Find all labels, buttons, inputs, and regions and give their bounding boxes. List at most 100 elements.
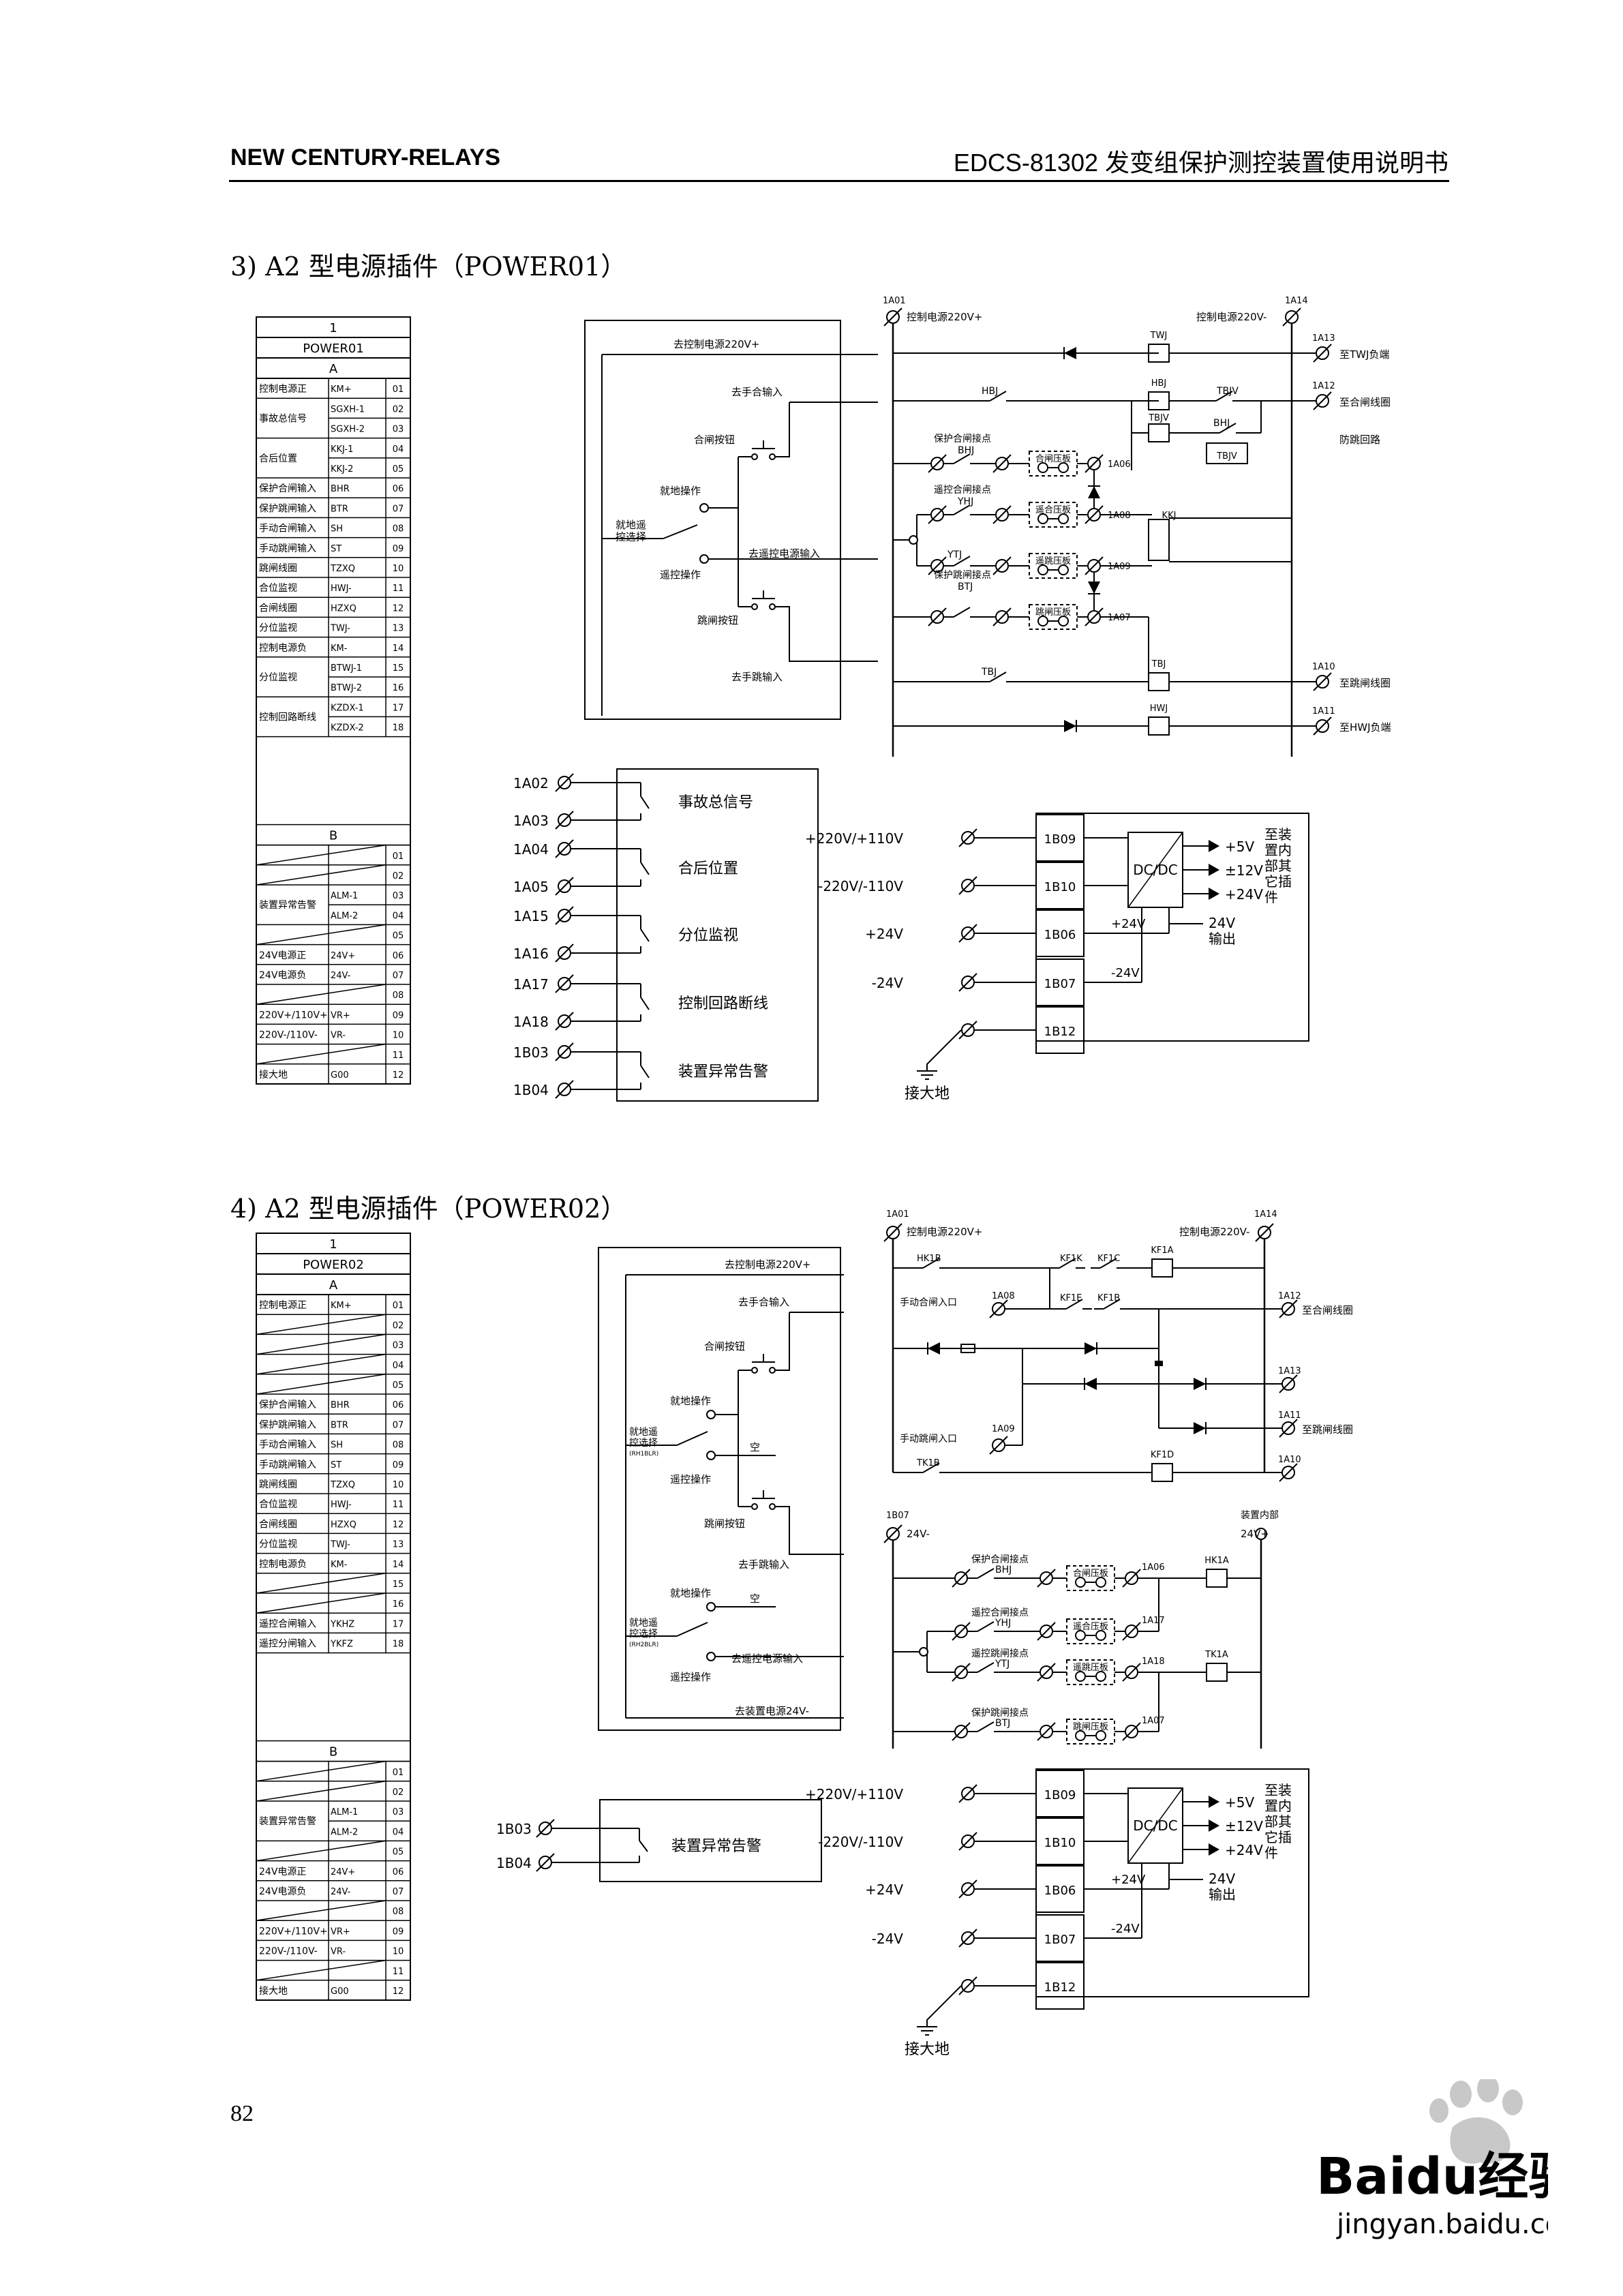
table-label: 遥控合闸输入: [259, 1618, 316, 1629]
table-label: 控制电源正: [259, 1300, 307, 1311]
node-icon: [706, 1602, 716, 1612]
table-label: 控制电源负: [259, 1559, 307, 1570]
table-code: VR-: [331, 1947, 346, 1957]
n24-label: -24V: [1111, 1922, 1140, 1936]
table-blank-slash: [256, 1840, 386, 1862]
local-op2: 就地操作: [670, 1587, 711, 1599]
contact-label-4: 遥控合闸接点: [971, 1607, 1029, 1618]
table-blank-slash: [256, 1353, 386, 1375]
hbj-label: HBJ: [982, 386, 998, 397]
table-label: 220V-/110V-: [259, 1946, 318, 1957]
contact-label: 遥控合闸接点: [934, 484, 991, 496]
table-no: 03: [393, 1341, 404, 1351]
to-twj: 至TWJ负端: [1339, 348, 1389, 361]
terminal-slash: [992, 454, 1012, 473]
empty-label: 空: [750, 1441, 760, 1453]
table-code: HZXQ: [331, 1520, 357, 1530]
to-remote-power: 去遥控电源输入: [748, 547, 820, 560]
table-no: 12: [393, 1987, 404, 1997]
table-code: KM+: [331, 1301, 352, 1311]
table-code: 24V-: [331, 1887, 351, 1897]
power-term-box: [1035, 1006, 1084, 1054]
anti-trip-label: 防跳回路: [1339, 434, 1380, 446]
table-no: 04: [393, 1827, 404, 1837]
section3-table-b: B: [329, 829, 337, 843]
table-code: KZDX-2: [331, 723, 364, 734]
resistor-icon: [960, 1344, 975, 1353]
table-no: 09: [393, 1460, 404, 1470]
ctrl-neg-4: 控制电源220V-: [1179, 1226, 1249, 1238]
terminal-slash: [952, 1663, 971, 1682]
contact-label: 保护跳闸接点: [934, 569, 991, 581]
n24-label: -24V: [1111, 966, 1140, 980]
power-term: 1B09: [1044, 1788, 1076, 1802]
table-no: 05: [393, 1847, 404, 1858]
table-no: 13: [393, 624, 404, 634]
t-1a10-4: 1A10: [1278, 1455, 1301, 1465]
terminal-slash: [555, 811, 574, 830]
wire: [922, 1258, 940, 1269]
table-no: 11: [393, 1967, 404, 1977]
plate-link-icon: [1095, 1630, 1106, 1641]
dcdc-out: +24V: [1225, 886, 1263, 903]
table-blank-slash: [256, 1573, 386, 1594]
dcdc-out: +24V: [1225, 1842, 1263, 1858]
terminal-slash: [536, 1853, 555, 1872]
power-term: 1B06: [1044, 1884, 1076, 1898]
table-code: ALM-1: [331, 891, 358, 901]
plate-box: [1066, 1659, 1115, 1685]
table-label: 合闸线圈: [259, 603, 297, 614]
signal-term1: 1A15: [513, 908, 549, 924]
table-no: 17: [393, 1619, 404, 1629]
table-code: YKFZ: [330, 1640, 353, 1650]
kf1a: KF1A: [1151, 1245, 1173, 1256]
internal-label: 至装: [1264, 1782, 1292, 1798]
plate-link-icon: [1075, 1630, 1086, 1641]
wire: [922, 1462, 940, 1473]
table-code: KKJ-1: [331, 444, 353, 455]
section4-terminal-table: [256, 1233, 411, 2001]
table-label: 合位监视: [259, 583, 297, 594]
table-code: BTR: [331, 1420, 348, 1430]
terminal-slash: [555, 1042, 574, 1061]
power-input-label: +220V/+110V: [805, 830, 903, 847]
btn-contact-icon: [751, 1503, 758, 1510]
terminal-slash: [958, 924, 977, 943]
table-code: VR+: [331, 1010, 350, 1021]
wire: [953, 607, 971, 618]
signal-label: 控制回路断线: [678, 995, 768, 1012]
section3-title: 3) A2 型电源插件（POWER01）: [230, 252, 627, 282]
table-no: 04: [393, 444, 404, 455]
table-no: 03: [393, 425, 404, 435]
bhj-anti-label: BHJ: [1213, 418, 1230, 429]
internal-label: 件: [1264, 889, 1278, 905]
plate-label: 跳闸压板: [1073, 1722, 1108, 1732]
terminal-slash: [928, 607, 947, 626]
out24-label: 24V: [1209, 915, 1235, 931]
tbj-label: TBJ: [981, 667, 997, 678]
trip-button-label: 跳闸按钮: [697, 614, 738, 626]
table-code: KM+: [331, 384, 352, 395]
power-term: 1B09: [1044, 832, 1076, 847]
table-label: 保护跳闸输入: [259, 1419, 316, 1430]
table-blank-slash: [256, 924, 386, 946]
terminal-slash: [1122, 1722, 1141, 1741]
relay-label-4: BTJ: [995, 1718, 1010, 1729]
internal-label: 件: [1264, 1845, 1278, 1861]
table-no: 02: [393, 1787, 404, 1798]
terminal-slash: [958, 1021, 977, 1040]
terminal-slash: [1279, 1463, 1298, 1482]
table-blank-slash: [256, 1374, 386, 1395]
power-term: 1B07: [1044, 977, 1076, 991]
table-code: TZXQ: [330, 564, 355, 574]
terminal-slash: [958, 1784, 977, 1803]
table-label: 手动合闸输入: [259, 524, 316, 534]
contact-label-4: 保护跳闸接点: [971, 1707, 1029, 1719]
t-1a14-4: 1A14: [1254, 1209, 1277, 1220]
terminal-slash: [989, 1436, 1008, 1455]
signal-label: 事故总信号: [678, 794, 753, 811]
plate-label: 遥跳压板: [1073, 1663, 1108, 1673]
table-no: 06: [393, 951, 404, 961]
remote-op2: 遥控操作: [670, 1671, 711, 1683]
to-manual-trip-4: 去手跳输入: [738, 1558, 789, 1571]
